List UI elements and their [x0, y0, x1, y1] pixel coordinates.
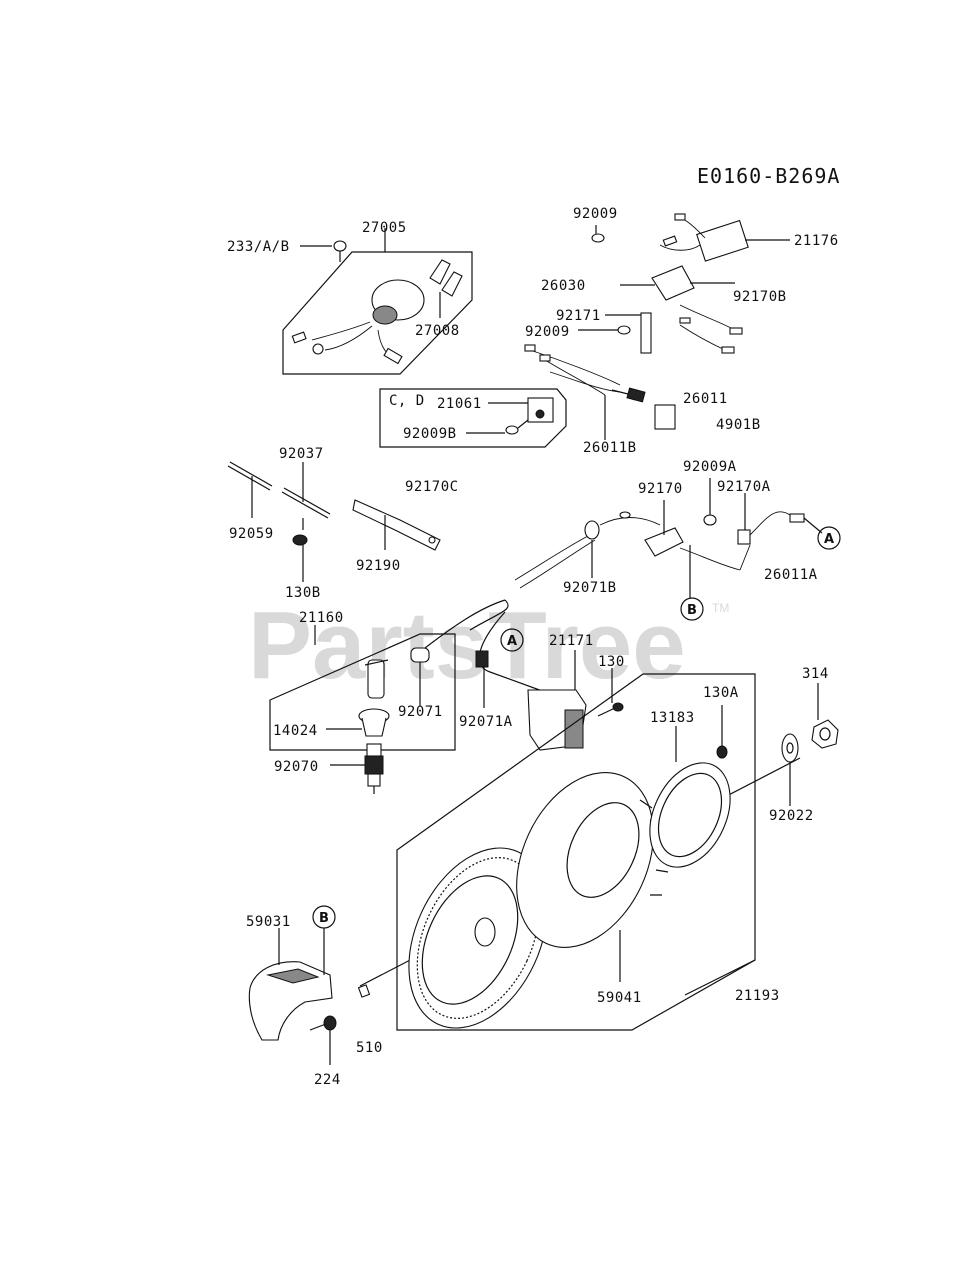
label-92170[interactable]: 92170: [638, 481, 683, 497]
svg-text:A: A: [507, 634, 517, 649]
regulator-assembly[interactable]: [578, 213, 790, 354]
label-26011b[interactable]: 26011B: [583, 440, 637, 456]
label-92070[interactable]: 92070: [274, 759, 319, 775]
svg-text:B: B: [319, 911, 329, 926]
label-26030[interactable]: 26030: [541, 278, 586, 294]
label-92171[interactable]: 92171: [556, 308, 601, 324]
label-21193[interactable]: 21193: [735, 988, 780, 1004]
label-92071b[interactable]: 92071B: [563, 580, 617, 596]
label-510[interactable]: 510: [356, 1040, 383, 1056]
label-92022[interactable]: 92022: [769, 808, 814, 824]
label-92190[interactable]: 92190: [356, 558, 401, 574]
label-233ab[interactable]: 233/A/B: [227, 239, 290, 255]
label-130b[interactable]: 130B: [285, 585, 321, 601]
pickup-guard-assembly[interactable]: [248, 928, 337, 1065]
key-switch-assembly[interactable]: [282, 228, 473, 375]
pins-and-plates[interactable]: [227, 461, 441, 582]
label-21160[interactable]: 21160: [299, 610, 344, 626]
svg-text:A: A: [824, 532, 834, 547]
diagram-code: E0160-B269A: [697, 164, 840, 188]
harness-26011a-assembly[interactable]: [514, 478, 823, 598]
label-130a[interactable]: 130A: [703, 685, 739, 701]
label-26011a[interactable]: 26011A: [764, 567, 818, 583]
label-4901b[interactable]: 4901B: [716, 417, 761, 433]
label-92071a[interactable]: 92071A: [459, 714, 513, 730]
label-59031[interactable]: 59031: [246, 914, 291, 930]
label-92170b[interactable]: 92170B: [733, 289, 787, 305]
label-92170a[interactable]: 92170A: [717, 479, 771, 495]
label-92059[interactable]: 92059: [229, 526, 274, 542]
label-21061[interactable]: 21061: [437, 396, 482, 412]
label-59041[interactable]: 59041: [597, 990, 642, 1006]
label-27005[interactable]: 27005: [362, 220, 407, 236]
ignition-coil-assembly[interactable]: [269, 599, 624, 794]
label-92009-top[interactable]: 92009: [573, 206, 618, 222]
label-21176[interactable]: 21176: [794, 233, 839, 249]
label-92170c[interactable]: 92170C: [405, 479, 459, 495]
label-314[interactable]: 314: [802, 666, 829, 682]
label-26011[interactable]: 26011: [683, 391, 728, 407]
washer-nut[interactable]: [781, 683, 839, 806]
callout-b-mid: B: [680, 597, 704, 621]
rectifier-assembly[interactable]: [379, 388, 567, 448]
label-92037[interactable]: 92037: [279, 446, 324, 462]
label-92009-mid[interactable]: 92009: [525, 324, 570, 340]
label-c-d[interactable]: C, D: [389, 393, 425, 409]
watermark-tm: TM: [712, 601, 729, 615]
callout-a-mid: A: [500, 628, 524, 652]
label-224[interactable]: 224: [314, 1072, 341, 1088]
svg-text:B: B: [687, 603, 697, 618]
callout-a-right: A: [817, 526, 841, 550]
label-92009b[interactable]: 92009B: [403, 426, 457, 442]
watermark-text: PartsTree: [248, 592, 686, 699]
label-13183[interactable]: 13183: [650, 710, 695, 726]
label-21171[interactable]: 21171: [549, 633, 594, 649]
callout-b-left: B: [312, 905, 336, 929]
label-130[interactable]: 130: [598, 654, 625, 670]
harness-26011-assembly[interactable]: [524, 344, 676, 440]
flywheel-assembly[interactable]: [357, 673, 801, 1050]
label-92071[interactable]: 92071: [398, 704, 443, 720]
label-27008[interactable]: 27008: [415, 323, 460, 339]
label-14024[interactable]: 14024: [273, 723, 318, 739]
label-92009a[interactable]: 92009A: [683, 459, 737, 475]
